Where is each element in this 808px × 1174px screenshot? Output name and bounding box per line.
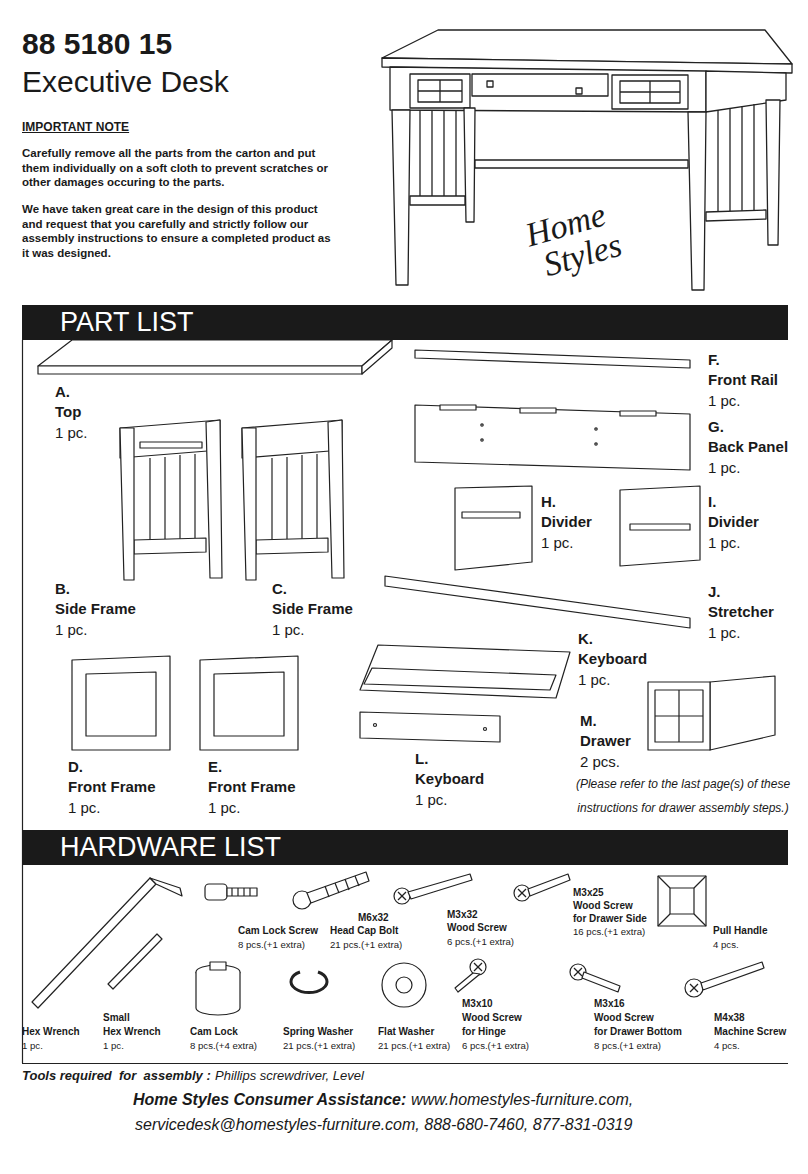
part-letter: G. <box>708 418 724 436</box>
header-band: HARDWARE LIST <box>22 830 788 865</box>
part-letter: H. <box>541 493 556 511</box>
hardware-name: M3x16 <box>594 998 625 1010</box>
hardware-quantity: 8 pcs.(+4 extra) <box>190 1040 257 1052</box>
hardware-quantity: 4 pcs. <box>713 939 739 951</box>
note-paragraph: Carefully remove all the parts from the … <box>22 146 334 190</box>
tools-heading: Tools required for assembly : <box>22 1068 211 1084</box>
part-quantity: 2 pcs. <box>580 753 620 771</box>
part-name: Divider <box>541 513 592 531</box>
note-heading: IMPORTANT NOTE <box>22 120 129 134</box>
part-quantity: 1 pc. <box>541 534 574 552</box>
hardware-name: for Drawer Bottom <box>594 1026 682 1038</box>
hardware-name: Cam Lock Screw <box>238 925 318 937</box>
part-quantity: 1 pc. <box>708 624 741 642</box>
hardware-quantity: 1 pc. <box>103 1040 124 1052</box>
hardware-name: Cam Lock <box>190 1026 238 1038</box>
part-quantity: 1 pc. <box>272 621 305 639</box>
hardware-name: Machine Screw <box>714 1026 786 1038</box>
hardware-quantity: 16 pcs.(+1 extra) <box>573 926 645 938</box>
hardware-name: M3x10 <box>462 998 493 1010</box>
band-title: HARDWARE LIST <box>22 830 788 865</box>
hardware-quantity: 1 pc. <box>22 1040 43 1052</box>
parts-drawings <box>38 340 775 750</box>
side-frame-drawing <box>242 420 344 580</box>
note-paragraph: We have taken great care in the design o… <box>22 202 334 260</box>
hardware-name: M6x32 <box>358 912 389 924</box>
part-letter: M. <box>580 712 597 730</box>
part-quantity: 1 pc. <box>708 392 741 410</box>
part-name: Top <box>55 403 81 421</box>
header-band: PART LIST <box>22 305 788 340</box>
part-name: Keyboard <box>415 770 484 788</box>
part-letter: I. <box>708 493 716 511</box>
part-quantity: 1 pc. <box>55 424 88 442</box>
hardware-name: M3x32 <box>447 909 478 921</box>
hardware-name: for Drawer Side <box>573 913 647 925</box>
part-letter: D. <box>68 758 83 776</box>
contact-text: www.homestyles-furniture.com, <box>411 1090 633 1109</box>
part-letter: K. <box>578 630 593 648</box>
hardware-quantity: 21 pcs.(+1 extra) <box>330 939 402 951</box>
hardware-name: Head Cap Bolt <box>330 925 398 937</box>
hardware-quantity: 6 pcs.(+1 extra) <box>447 936 514 948</box>
part-name: Front Frame <box>68 778 156 796</box>
hardware-name: Wood Screw <box>447 922 507 934</box>
part-letter: L. <box>415 750 428 768</box>
band-title: PART LIST <box>22 305 788 340</box>
contact-text: servicedesk@homestyles-furniture.com, 88… <box>135 1115 632 1134</box>
part-letter: F. <box>708 351 720 369</box>
hardware-name: Small <box>103 1012 130 1024</box>
hardware-quantity: 8 pcs.(+1 extra) <box>594 1040 661 1052</box>
hardware-quantity: 4 pcs. <box>714 1040 740 1052</box>
hardware-quantity: 21 pcs.(+1 extra) <box>378 1040 450 1052</box>
part-letter: B. <box>55 580 70 598</box>
part-name: Keyboard <box>578 650 647 668</box>
hardware-drawings <box>32 872 764 1015</box>
desk-drawing <box>382 30 792 290</box>
hardware-quantity: 8 pcs.(+1 extra) <box>238 939 305 951</box>
note-text: (Please refer to the last page(s) of the… <box>572 772 794 820</box>
part-name: Front Frame <box>208 778 296 796</box>
part-quantity: 1 pc. <box>68 799 101 817</box>
part-quantity: 1 pc. <box>708 534 741 552</box>
contact-heading: Home Styles Consumer Assistance: <box>133 1090 406 1109</box>
part-name: Drawer <box>580 732 631 750</box>
hardware-name: Hex Wrench <box>22 1026 80 1038</box>
part-name: Side Frame <box>272 600 353 618</box>
part-letter: A. <box>55 383 70 401</box>
part-letter: J. <box>708 583 721 601</box>
part-quantity: 1 pc. <box>208 799 241 817</box>
part-name: Front Rail <box>708 371 778 389</box>
part-name: Side Frame <box>55 600 136 618</box>
part-quantity: 1 pc. <box>708 459 741 477</box>
title-text: 88 5180 15 <box>22 26 172 62</box>
hardware-name: Wood Screw <box>462 1012 522 1024</box>
part-name: Back Panel <box>708 438 788 456</box>
part-quantity: 1 pc. <box>578 671 611 689</box>
hardware-name: for Hinge <box>462 1026 506 1038</box>
hardware-name: Flat Washer <box>378 1026 434 1038</box>
frame-lines <box>22 340 788 1064</box>
hardware-quantity: 21 pcs.(+1 extra) <box>283 1040 355 1052</box>
part-quantity: 1 pc. <box>415 791 448 809</box>
hardware-name: M3x25 <box>573 887 604 899</box>
hardware-name: Spring Washer <box>283 1026 353 1038</box>
part-letter: E. <box>208 758 222 776</box>
part-name: Stretcher <box>708 603 774 621</box>
part-letter: C. <box>272 580 287 598</box>
subtitle-text: Executive Desk <box>22 64 229 100</box>
hardware-name: Pull Handle <box>713 925 767 937</box>
hardware-name: Hex Wrench <box>103 1026 161 1038</box>
hardware-name: Wood Screw <box>594 1012 654 1024</box>
side-frame-drawing <box>120 420 222 580</box>
hardware-name: Wood Screw <box>573 900 633 912</box>
hardware-name: M4x38 <box>714 1012 745 1024</box>
hardware-quantity: 6 pcs.(+1 extra) <box>462 1040 529 1052</box>
part-name: Divider <box>708 513 759 531</box>
tools-text: Phillips screwdriver, Level <box>215 1068 364 1084</box>
part-quantity: 1 pc. <box>55 621 88 639</box>
